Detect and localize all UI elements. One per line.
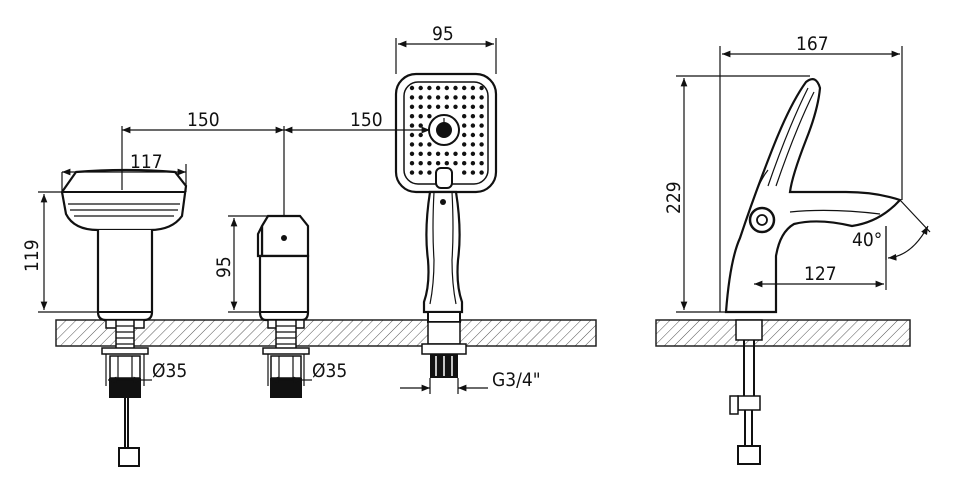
spray-nozzle	[470, 151, 476, 156]
spray-nozzle	[427, 114, 432, 119]
spray-nozzle	[462, 85, 467, 91]
spray-nozzle	[427, 85, 432, 91]
spray-nozzle	[435, 95, 441, 100]
spray-nozzle	[418, 95, 423, 100]
spray-nozzle	[409, 85, 415, 91]
spray-nozzle	[409, 123, 415, 128]
spray-nozzle	[462, 114, 467, 119]
spray-nozzle	[479, 95, 484, 100]
spray-nozzle	[479, 114, 484, 119]
spray-nozzle	[470, 104, 476, 110]
spray-nozzle	[418, 170, 423, 175]
spray-nozzle	[427, 170, 432, 175]
spray-nozzle	[418, 142, 423, 147]
label-bore-left: Ø35	[152, 360, 187, 382]
deck-surface-front	[55, 319, 597, 347]
spray-nozzle	[435, 104, 441, 110]
spray-nozzle	[479, 132, 484, 138]
spray-nozzle	[435, 151, 441, 156]
spray-nozzle	[418, 161, 423, 166]
spray-nozzle	[479, 104, 484, 110]
spray-nozzle	[418, 123, 423, 128]
spray-nozzle	[427, 161, 432, 166]
spray-nozzle	[435, 161, 441, 166]
spray-nozzle	[409, 170, 415, 175]
spray-nozzle	[444, 104, 449, 110]
label-diverter-width: 117	[130, 151, 163, 173]
spray-nozzle	[418, 151, 423, 156]
spray-nozzle	[444, 85, 449, 91]
label-side-width: 167	[796, 33, 829, 55]
spray-nozzle	[453, 151, 458, 156]
spray-nozzle	[453, 95, 458, 100]
mixer-handle-valve	[256, 214, 310, 398]
dimension-labels: 150 150 117 119 95 95 Ø35 Ø35 G3/4" 167 …	[21, 23, 882, 391]
spray-nozzle	[470, 132, 476, 138]
spray-nozzle	[453, 85, 458, 91]
spray-nozzle	[479, 85, 484, 91]
spray-nozzle	[409, 151, 415, 156]
spray-nozzle	[470, 95, 476, 100]
dimension-lines	[38, 38, 931, 394]
spray-nozzle	[470, 114, 476, 119]
spray-nozzle	[409, 161, 415, 166]
spray-nozzle	[409, 142, 415, 147]
label-handshower-width: 95	[432, 23, 454, 45]
deck-surface-side	[655, 319, 911, 347]
spray-nozzle-dots	[409, 85, 484, 175]
spray-nozzle	[462, 151, 467, 156]
spray-nozzle	[427, 104, 432, 110]
spray-nozzle	[479, 161, 484, 166]
spray-nozzle	[479, 151, 484, 156]
spray-nozzle	[409, 132, 415, 138]
spray-nozzle	[462, 161, 467, 166]
diverter-valve	[60, 168, 188, 467]
spray-nozzle	[462, 142, 467, 147]
spray-nozzle	[409, 114, 415, 119]
spray-nozzle	[453, 104, 458, 110]
spray-nozzle	[462, 104, 467, 110]
spray-nozzle	[470, 85, 476, 91]
spray-nozzle	[418, 114, 423, 119]
spray-nozzle	[462, 170, 467, 175]
spray-nozzle	[479, 170, 484, 175]
spray-nozzle	[444, 151, 449, 156]
label-spacing-left: 150	[187, 109, 220, 131]
spray-nozzle	[462, 95, 467, 100]
spray-nozzle	[470, 142, 476, 147]
label-spacing-right: 150	[350, 109, 383, 131]
spray-nozzle	[427, 151, 432, 156]
spray-nozzle	[409, 104, 415, 110]
spray-nozzle	[418, 132, 423, 138]
spray-nozzle	[409, 95, 415, 100]
spray-nozzle	[444, 161, 449, 166]
label-diverter-height: 119	[21, 239, 43, 272]
spray-nozzle	[427, 142, 432, 147]
label-thread: G3/4"	[492, 369, 541, 391]
spray-nozzle	[427, 95, 432, 100]
side-view-spout	[724, 78, 902, 465]
hand-shower	[394, 72, 498, 378]
spray-nozzle	[470, 123, 476, 128]
label-handle-height: 95	[213, 256, 235, 278]
spray-nozzle	[453, 161, 458, 166]
spray-nozzle	[470, 170, 476, 175]
label-bore-middle: Ø35	[312, 360, 347, 382]
label-spout-angle: 40°	[852, 229, 882, 251]
spray-nozzle	[444, 95, 449, 100]
spray-nozzle	[462, 132, 467, 138]
label-spout-reach: 127	[804, 263, 837, 285]
spray-nozzle	[479, 123, 484, 128]
spray-nozzle	[418, 104, 423, 110]
spray-nozzle	[479, 142, 484, 147]
spray-nozzle	[418, 85, 423, 91]
spray-nozzle	[462, 123, 467, 128]
label-side-height: 229	[663, 181, 685, 214]
spray-nozzle	[470, 161, 476, 166]
spray-nozzle	[435, 85, 441, 91]
